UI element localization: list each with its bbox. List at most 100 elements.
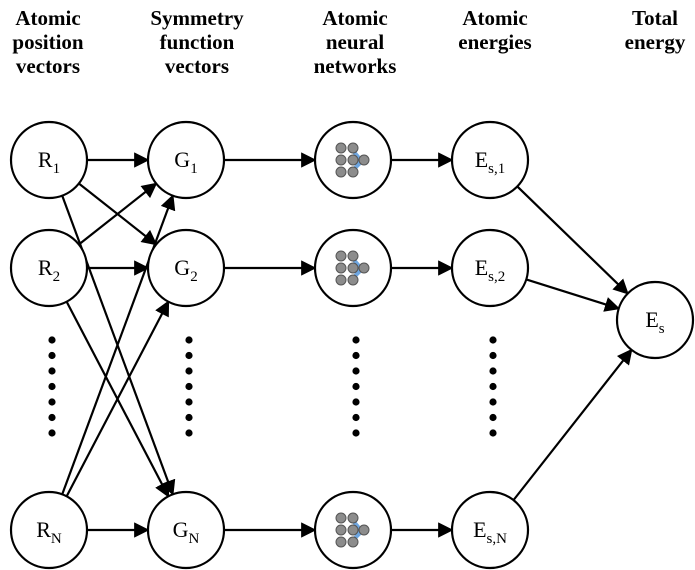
ellipsis-dot: [352, 336, 360, 344]
ellipsis-dot: [185, 413, 193, 422]
ellipsis-dot: [185, 351, 193, 360]
edge-e-total-3: [512, 348, 633, 501]
neuron-icon: [335, 524, 347, 536]
edge-r3-g2: [65, 300, 170, 497]
node-g-1: G1: [146, 120, 226, 200]
ellipsis-dot: [489, 351, 497, 360]
neuron-icon: [335, 250, 347, 262]
ellipsis-dot: [48, 429, 56, 437]
ellipsis-dot: [185, 382, 193, 391]
node-e-1-subscript: s,1: [488, 161, 505, 177]
neuron-icon: [347, 262, 359, 274]
ellipsis-dot: [48, 382, 56, 391]
node-g-2-subscript: 2: [190, 269, 198, 285]
neuron-icon: [358, 262, 370, 274]
node-r-2-subscript: 2: [53, 269, 61, 285]
node-r-2-label: R2: [38, 255, 60, 285]
ellipsis-dot: [489, 382, 497, 391]
ellipsis-dot: [352, 398, 360, 406]
ellipsis-dot: [48, 336, 56, 344]
node-e-2-symbol: E: [475, 255, 488, 280]
node-g-n-symbol: G: [173, 517, 189, 542]
ellipsis-dot: [489, 398, 497, 406]
ellipsis-dot: [185, 367, 193, 375]
ellipsis-dots-4: [489, 336, 497, 437]
neuron-icon: [347, 524, 359, 536]
header-atomic-position-vectors: Atomic position vectors: [12, 6, 84, 78]
neuron-icon: [335, 154, 347, 166]
edge-r2-g1: [78, 182, 158, 246]
node-e-2-subscript: s,2: [488, 269, 505, 285]
header-symmetry-function-vectors: Symmetry function vectors: [150, 6, 244, 78]
neuron-icon: [358, 524, 370, 536]
ellipsis-dots-2: [185, 336, 193, 437]
node-g-1-label: G1: [174, 147, 197, 177]
node-g-1-subscript: 1: [190, 161, 198, 177]
ellipsis-dot: [352, 367, 360, 375]
header-total-energy: Total energy: [624, 6, 686, 54]
ellipsis-dot: [489, 413, 497, 422]
node-e-n-circle: [450, 490, 530, 570]
neuron-icon: [358, 154, 370, 166]
neural-network-icon: [335, 250, 370, 286]
node-r-2-symbol: R: [38, 255, 53, 280]
neuron-icon: [347, 536, 359, 548]
neuron-icon: [347, 512, 359, 524]
node-r-1-label: R1: [38, 147, 60, 177]
neuron-icon: [347, 250, 359, 262]
ellipsis-dot: [352, 413, 360, 422]
ellipsis-dots-1: [48, 336, 56, 437]
node-total-energy-subscript: s: [659, 321, 665, 337]
node-r-1-circle: [9, 120, 89, 200]
node-nn-n: [313, 490, 393, 570]
node-g-2-circle: [146, 228, 226, 308]
node-r-n-label: RN: [36, 517, 62, 547]
node-total-energy-symbol: E: [645, 307, 658, 332]
node-e-n-subscript: s,N: [487, 531, 508, 547]
edge-e-total-2: [525, 278, 621, 312]
node-total-energy-label: Es: [645, 307, 664, 337]
neuron-icon: [335, 274, 347, 286]
node-r-n: RN: [9, 490, 89, 570]
node-e-n-symbol: E: [473, 517, 486, 542]
node-e-1-label: Es,1: [475, 147, 506, 177]
ellipsis-dot: [185, 429, 193, 437]
node-e-1-symbol: E: [475, 147, 488, 172]
header-atomic-neural-networks: Atomic neural networks: [313, 6, 397, 78]
neuron-icon: [335, 166, 347, 178]
node-g-n: GN: [146, 490, 226, 570]
node-e-n-label: Es,N: [473, 517, 507, 547]
ellipsis-dot: [352, 429, 360, 437]
node-r-n-symbol: R: [36, 517, 51, 542]
node-r-1: R1: [9, 120, 89, 200]
header-atomic-energies: Atomic energies: [458, 6, 532, 54]
neuron-icon: [335, 536, 347, 548]
ellipsis-dot: [352, 351, 360, 360]
ellipsis-dot: [48, 413, 56, 422]
node-r-1-subscript: 1: [53, 161, 61, 177]
node-nn-1: [313, 120, 393, 200]
ellipsis-dot: [489, 336, 497, 344]
neural-network-icon: [335, 512, 370, 548]
node-total-energy: Es: [615, 280, 695, 360]
ellipsis-dots-3: [352, 336, 360, 437]
node-g-n-label: GN: [173, 517, 200, 547]
ellipsis-dot: [489, 429, 497, 437]
node-e-2-circle: [450, 228, 530, 308]
node-total-energy-circle: [615, 280, 695, 360]
neuron-icon: [335, 512, 347, 524]
ellipsis-dot: [489, 367, 497, 375]
node-e-1-circle: [450, 120, 530, 200]
node-g-2-label: G2: [174, 255, 197, 285]
ellipsis-dot: [48, 398, 56, 406]
node-r-n-circle: [9, 490, 89, 570]
node-g-1-symbol: G: [174, 147, 190, 172]
edge-e-total-1: [516, 185, 629, 295]
ellipsis-dot: [352, 382, 360, 391]
node-e-2: Es,2: [450, 228, 530, 308]
node-r-2: R2: [9, 228, 89, 308]
ellipsis-dot: [185, 398, 193, 406]
neuron-icon: [347, 166, 359, 178]
node-r-n-subscript: N: [51, 531, 62, 547]
